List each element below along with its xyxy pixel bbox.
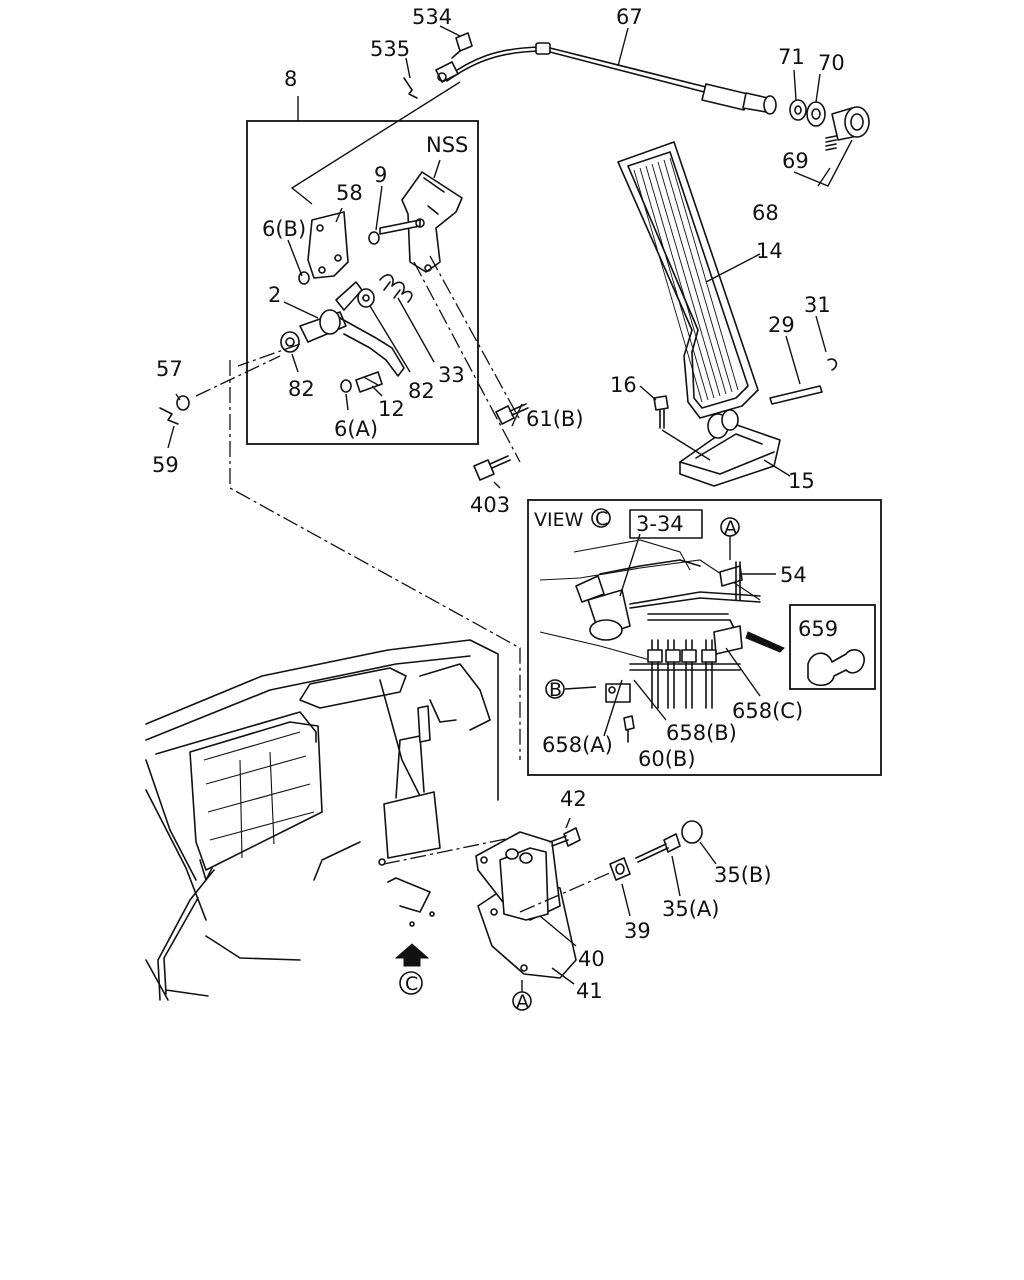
- label-54: 54: [780, 563, 807, 587]
- bolt-35a: [635, 833, 681, 863]
- label-15: 15: [788, 469, 815, 493]
- bush-82-left: [280, 331, 300, 353]
- label-82-left: 82: [288, 377, 315, 401]
- label-35a: 35(A): [662, 897, 719, 921]
- floor-leaders: [519, 817, 717, 992]
- bolt-61b: [495, 403, 529, 425]
- spring-69: [825, 135, 837, 151]
- label-29: 29: [768, 313, 795, 337]
- label-31: 31: [804, 293, 831, 317]
- clip-6a: [340, 379, 352, 393]
- pedal-base-15: [679, 409, 781, 487]
- label-68: 68: [752, 201, 779, 225]
- pin-535: [403, 77, 418, 99]
- bolt-42: [549, 827, 581, 847]
- label-6a: 6(A): [334, 417, 378, 441]
- bolt-60b: [623, 715, 635, 743]
- cover-40: [475, 831, 561, 921]
- label-61b: 61(B): [526, 407, 584, 431]
- label-58: 58: [336, 181, 363, 205]
- washer-71: [789, 99, 807, 121]
- clip-659-inset: [789, 604, 876, 690]
- cab-interior: [145, 639, 521, 1001]
- label-view-marker-c: C: [405, 973, 418, 995]
- spring-33: [379, 274, 413, 303]
- plate-58: [307, 211, 349, 279]
- clip-659: [807, 649, 865, 687]
- label-69: 69: [782, 149, 809, 173]
- pin-59: [159, 407, 179, 425]
- label-71: 71: [778, 45, 805, 69]
- label-659: 659: [798, 617, 838, 641]
- label-9: 9: [374, 163, 387, 187]
- label-534: 534: [412, 5, 452, 29]
- view-c-engine-detail: [539, 539, 785, 709]
- washer-70: [806, 101, 826, 127]
- label-403: 403: [470, 493, 510, 517]
- label-nss: NSS: [426, 133, 468, 157]
- view-c-circle: [591, 508, 611, 528]
- view-c-arrow: [394, 943, 430, 995]
- label-60b: 60(B): [638, 747, 696, 771]
- bracket-nss: [379, 171, 463, 273]
- pedal-leaders: [661, 429, 791, 477]
- part-labels: 534 67 535 8 71 70 69 68 NSS 9 58 6(B) 2…: [152, 5, 845, 1013]
- accelerator-cable: [435, 42, 777, 115]
- label-callout-a-bottom: A: [516, 991, 529, 1013]
- bolt-403: [473, 455, 511, 481]
- label-57: 57: [156, 357, 183, 381]
- bolt-16: [653, 395, 669, 429]
- label-67: 67: [616, 5, 643, 29]
- lever-2: [299, 281, 405, 377]
- label-70: 70: [818, 51, 845, 75]
- pedal-assembly-box-8: [246, 120, 479, 445]
- label-41: 41: [576, 979, 603, 1003]
- accelerator-pedal-14: [617, 141, 759, 419]
- assembly-lines: [195, 81, 521, 760]
- label-12: 12: [378, 397, 405, 421]
- label-14: 14: [756, 239, 783, 263]
- view-c-frame: [527, 499, 882, 776]
- label-reference-3-34: 3-34: [636, 512, 684, 536]
- clip-534: [451, 32, 473, 59]
- label-8: 8: [284, 67, 297, 91]
- label-82-right: 82: [408, 379, 435, 403]
- label-view-c: C: [595, 508, 608, 530]
- label-658a: 658(A): [542, 733, 613, 757]
- label-535: 535: [370, 37, 410, 61]
- label-40: 40: [578, 947, 605, 971]
- clip-31: [827, 358, 838, 371]
- part-leaders: [167, 25, 853, 489]
- cap-35b: [681, 820, 703, 844]
- label-view: VIEW: [534, 509, 584, 531]
- label-6b: 6(B): [262, 217, 306, 241]
- grommet-68: [831, 106, 870, 141]
- label-39: 39: [624, 919, 651, 943]
- label-callout-b: B: [549, 679, 562, 701]
- nut-39: [609, 857, 631, 881]
- collar-12: [355, 371, 383, 393]
- washer-9: [368, 231, 380, 245]
- view-c-leaders: [564, 533, 776, 737]
- pin-29: [769, 385, 823, 405]
- reference-box-3-34: [629, 509, 703, 539]
- bush-82-right: [357, 288, 375, 308]
- label-callout-a-top: A: [724, 517, 737, 539]
- callout-b-circle: [545, 679, 565, 699]
- label-59: 59: [152, 453, 179, 477]
- label-16: 16: [610, 373, 637, 397]
- label-35b: 35(B): [714, 863, 772, 887]
- label-658b: 658(B): [666, 721, 737, 745]
- label-33: 33: [438, 363, 465, 387]
- label-658c: 658(C): [732, 699, 803, 723]
- label-42: 42: [560, 787, 587, 811]
- label-2: 2: [268, 283, 281, 307]
